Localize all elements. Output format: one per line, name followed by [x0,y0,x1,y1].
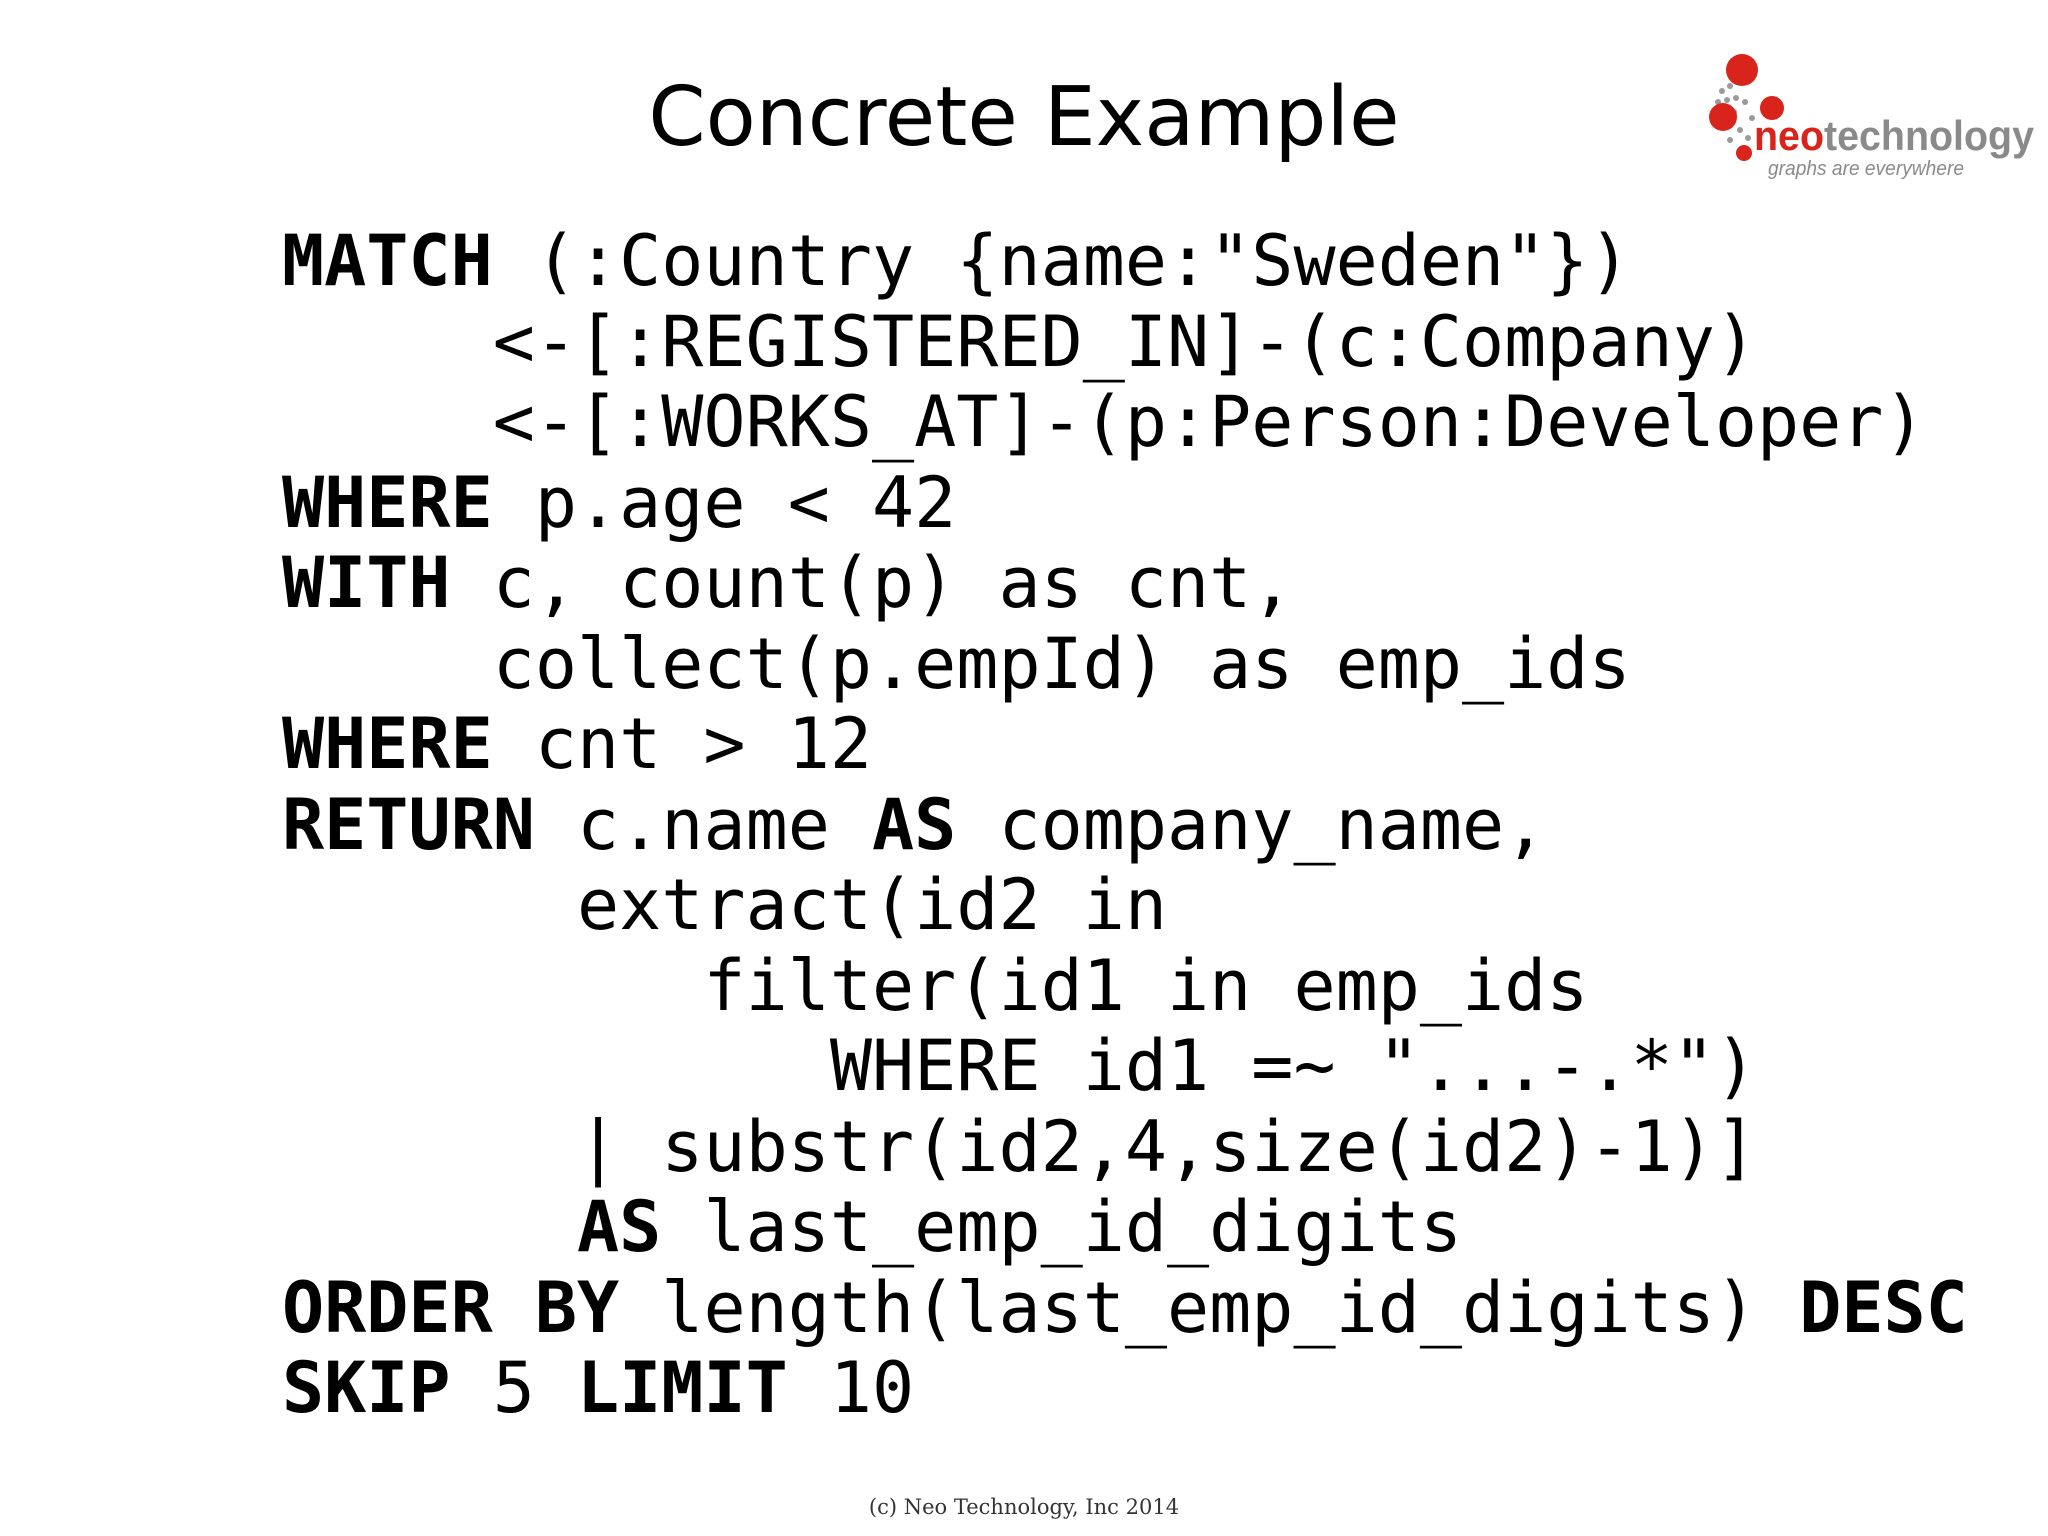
logo-tagline: graphs are everywhere [1768,158,1964,180]
code-line: MATCH (:Country {name:"Sweden"}) [282,221,1968,302]
copyright-footer: (c) Neo Technology, Inc 2014 [868,1495,1180,1519]
slide-title: Concrete Example [648,70,1400,165]
code-keyword: SKIP [282,1347,451,1429]
code-keyword: WHERE [282,703,493,785]
code-keyword: WHERE [282,461,493,544]
code-line: <-[:WORKS_AT]-(p:Person:Developer) [282,382,1968,463]
code-text: 5 [450,1347,578,1429]
code-text: | substr(id2,4,size(id2)-1)] [282,1105,1758,1188]
code-text: cnt > 12 [492,703,873,785]
code-text: length(last_emp_id_digits) [619,1266,1800,1349]
code-keyword: WITH [282,542,451,624]
code-text: collect(p.empId) as emp_ids [282,622,1631,705]
code-line: WITH c, count(p) as cnt, [282,543,1968,624]
code-keyword: RETURN [282,783,535,866]
code-text: (:Country {name:"Sweden"}) [492,220,1631,302]
code-line: ORDER BY length(last_emp_id_digits) DESC [282,1266,1968,1349]
code-text: filter(id1 in emp_ids [282,944,1589,1027]
code-keyword: MATCH [282,220,493,302]
code-text: c.name [534,783,873,866]
code-line: SKIP 5 LIMIT 10 [282,1348,1968,1429]
code-line: WHERE id1 =~ "...-.*") [282,1026,1968,1107]
code-line: WHERE cnt > 12 [282,704,1968,785]
code-line: extract(id2 in [282,865,1968,946]
code-text [282,1186,577,1268]
logo-wordmark: neotechnology [1754,112,2035,159]
code-line: RETURN c.name AS company_name, [282,783,1968,866]
code-text: company_name, [956,783,1547,866]
code-text: <-[:WORKS_AT]-(p:Person:Developer) [282,381,1926,463]
code-line: | substr(id2,4,size(id2)-1)] [282,1105,1968,1188]
code-text: 10 [787,1347,915,1429]
code-keyword: AS [577,1186,662,1268]
code-text: extract(id2 in [282,864,1168,946]
code-line: WHERE p.age < 42 [282,461,1968,544]
code-text: <-[:REGISTERED_IN]-(c:Company) [282,300,1758,383]
cypher-query-code: MATCH (:Country {name:"Sweden"}) <-[:REG… [282,221,1968,1429]
code-line: AS last_emp_id_digits [282,1187,1968,1268]
code-keyword: DESC [1799,1266,1968,1349]
code-keyword: ORDER BY [282,1266,620,1349]
code-keyword: LIMIT [577,1347,788,1429]
neotechnology-logo: neotechnology graphs are everywhere [1700,40,2040,190]
code-text: c, count(p) as cnt, [450,542,1294,624]
code-line: filter(id1 in emp_ids [282,944,1968,1027]
code-line: <-[:REGISTERED_IN]-(c:Company) [282,300,1968,383]
code-text: last_emp_id_digits [661,1186,1463,1268]
code-line: collect(p.empId) as emp_ids [282,622,1968,705]
code-keyword: AS [872,783,957,866]
code-text: p.age < 42 [492,461,957,544]
code-text: WHERE id1 =~ "...-.*") [282,1025,1758,1107]
